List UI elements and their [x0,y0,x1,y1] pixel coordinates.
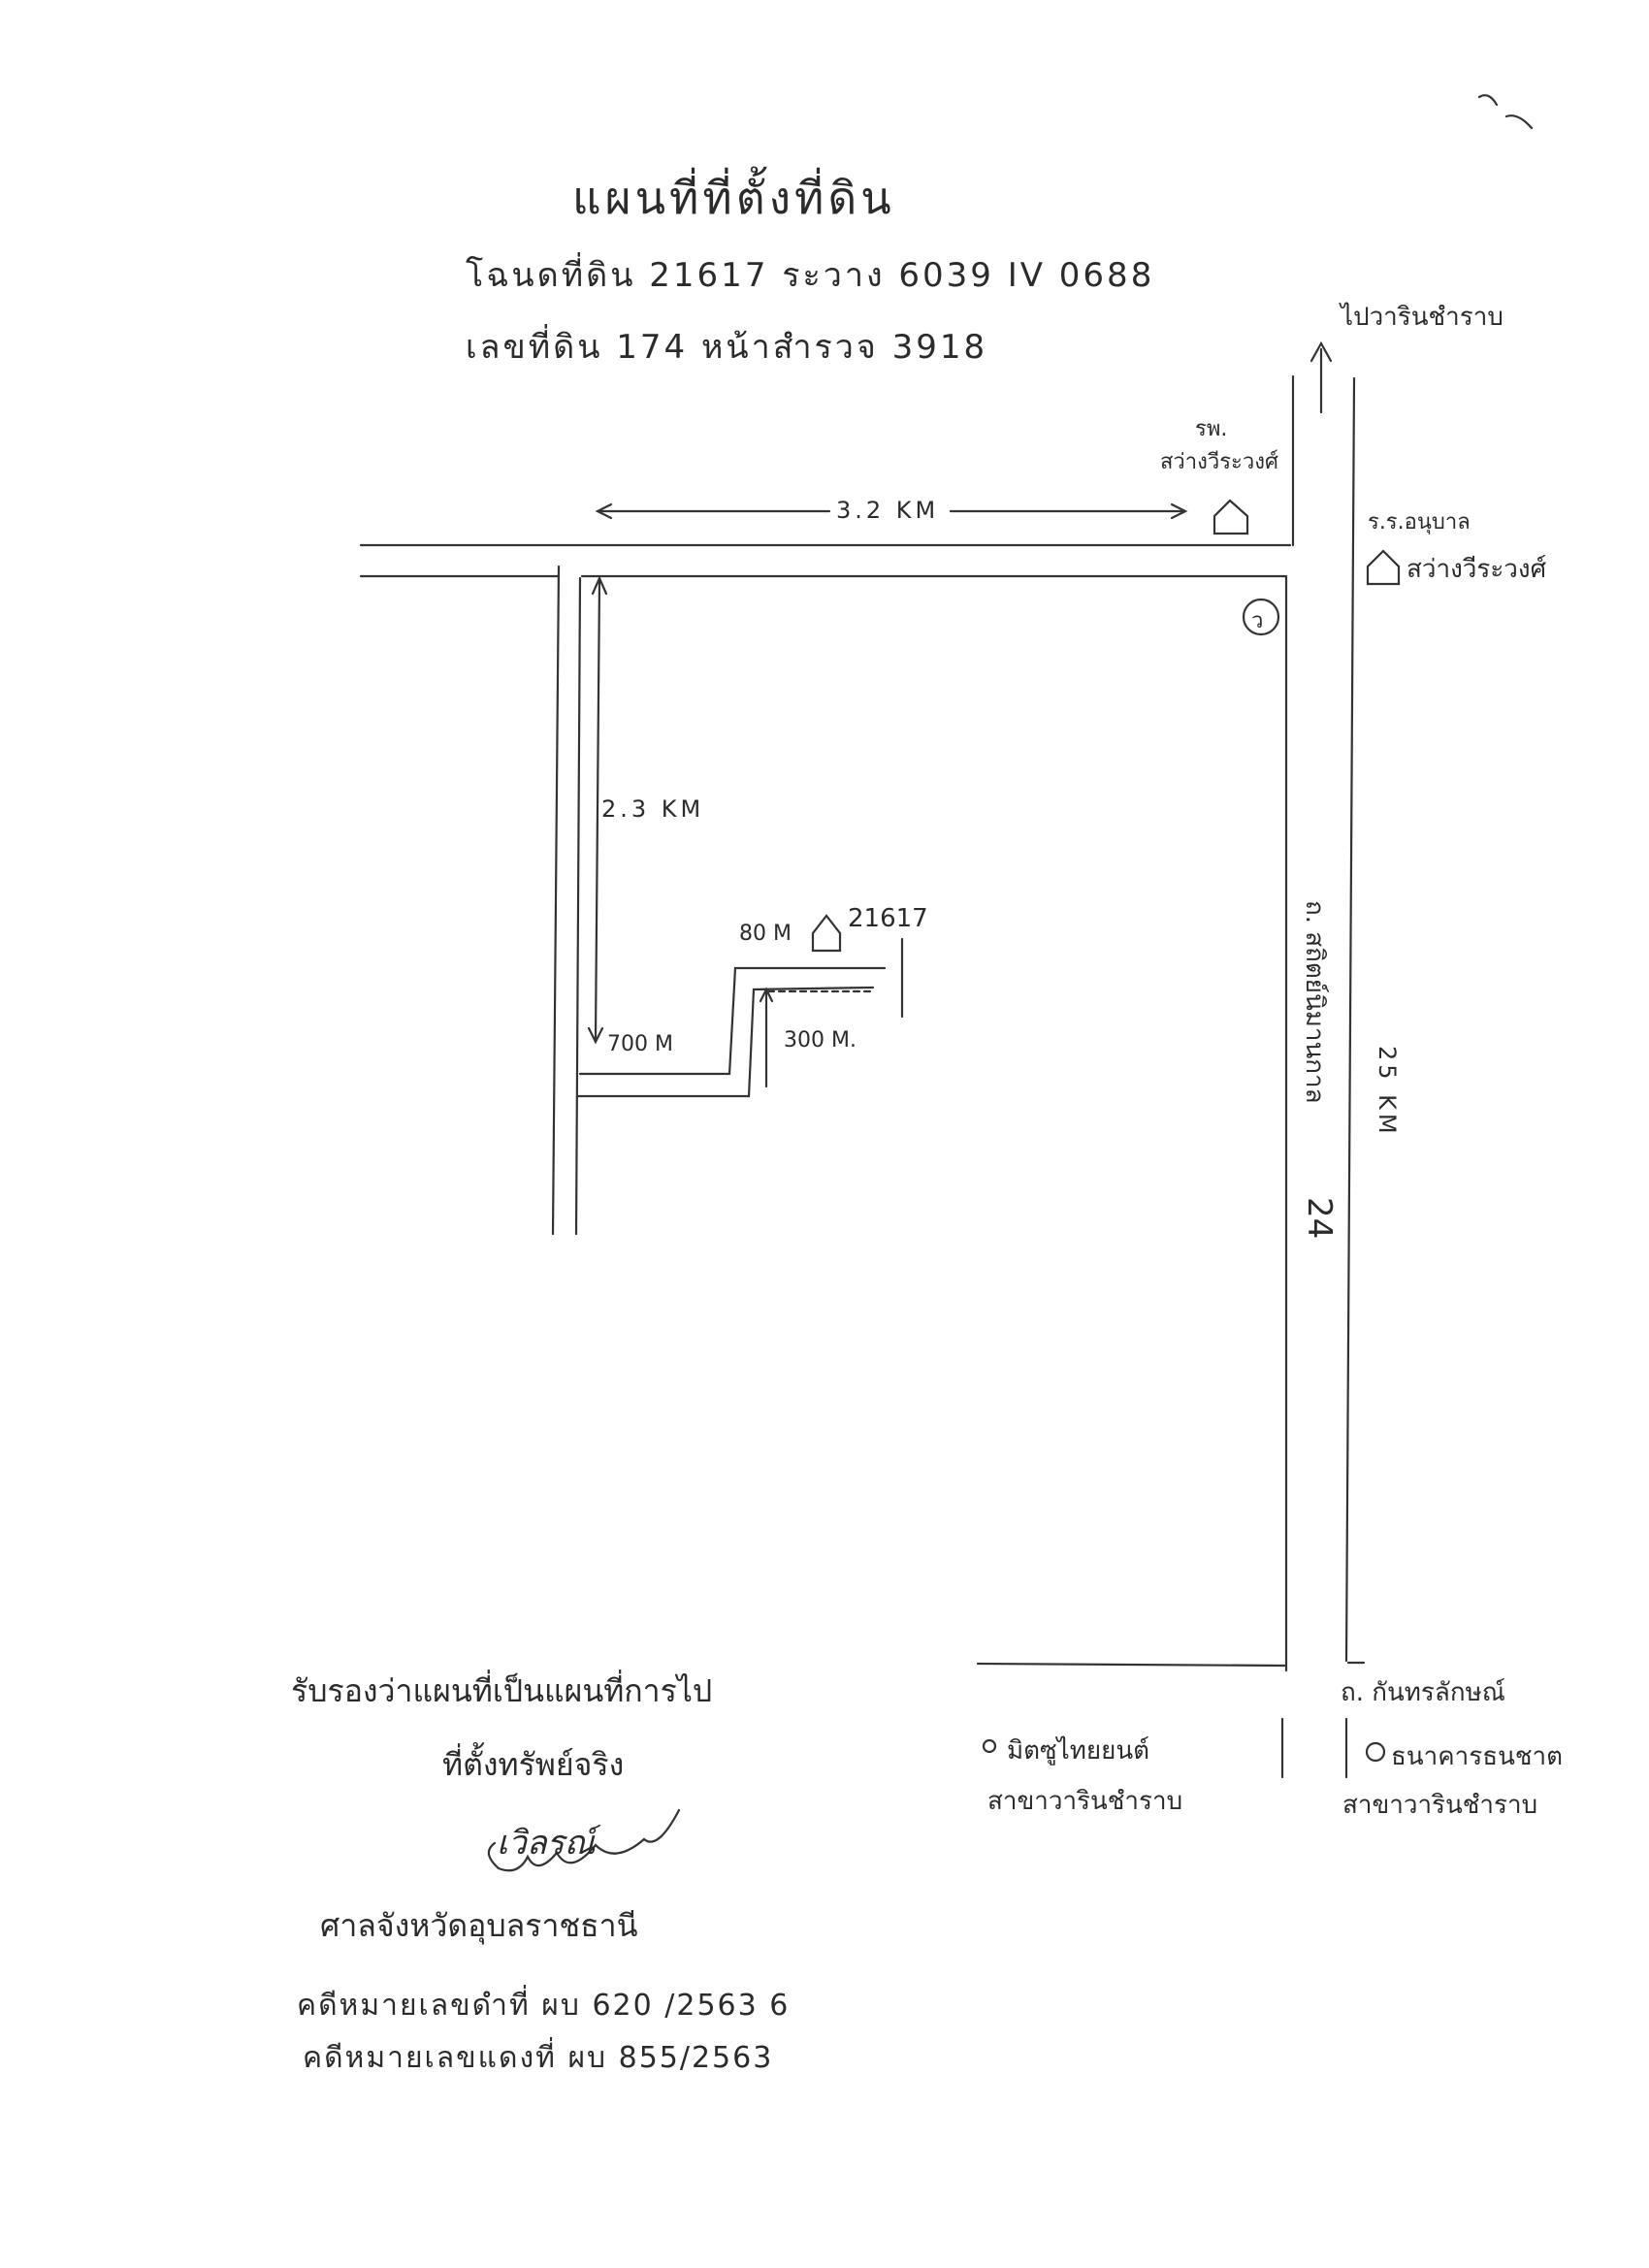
side-path-lower [576,986,875,1098]
certification-line-1: รับรองว่าแผนที่เป็นแผนที่การไป [291,1672,713,1709]
distance-arrow-2km [594,578,601,1042]
horizontal-distance-label: 3.2 KM [836,497,940,524]
deed-info: โฉนดที่ดิน 21617 ระวาง 6039 IV 0688 [466,256,1155,295]
main-road-distance-label: 25 KM [1374,1046,1401,1138]
cross-road-label: ถ. กันทรลักษณ์ [1341,1678,1505,1707]
mitsu-place-label: มิตซูไทยยนต์ [1007,1736,1150,1766]
mitsu-branch-label: สาขาวารินชำราบ [987,1787,1183,1816]
school-abbr: ร.ร.อนุบาล [1368,510,1471,535]
signature-flourish [487,1808,681,1872]
segment-700-label: 700 M [607,1032,673,1056]
cross-road-left-top [976,1662,1286,1668]
north-arrow-head [1310,340,1333,363]
bank-branch-label: สาขาวารินชำราบ [1342,1791,1538,1820]
bullet-icon-bank [1365,1741,1386,1763]
map-title: แผนที่ที่ตั้งที่ดิน [572,172,895,224]
certification-line-2: ที่ตั้งทรัพย์จริง [442,1746,625,1783]
bullet-icon-mitsu [982,1738,997,1754]
land-number-info: เลขที่ดิน 174 หน้าสำรวจ 3918 [466,328,988,367]
hospital-name: สว่างวีระวงศ์ [1160,450,1278,474]
corner-scribble [1477,94,1534,130]
hospital-house-icon [1212,499,1249,535]
main-road-number: 24 [1300,1197,1339,1240]
north-direction-label: ไปวารินชำราบ [1341,303,1504,332]
main-road-right-edge [1344,376,1356,1663]
parcel-house-icon [811,914,842,953]
parcel-number-label: 21617 [848,904,928,933]
circle-mark-icon [1242,598,1280,636]
circle-mark-label: ว [1251,609,1264,633]
black-case-number: คดีหมายเลขดำที่ ผบ 620 /2563 6 [297,1989,791,2023]
bank-place-label: ธนาคารธนชาต [1391,1742,1563,1771]
school-house-icon [1366,549,1401,586]
court-name: ศาลจังหวัดอุบลราชธานี [320,1907,638,1944]
soi-right-edge [574,576,582,1236]
school-name: สว่างวีระวงศ์ [1406,555,1547,584]
red-case-number: คดีหมายเลขแดงที่ ผบ 855/2563 [303,2041,774,2075]
side-path-upper [578,966,887,1076]
main-road-label: ถ. สถิตย์นิมานกาล [1300,900,1329,1104]
signature: เวิลรณ์ [497,1824,596,1863]
hospital-abbr: รพ. [1195,417,1228,441]
soi-left-edge [551,565,561,1236]
segment-80-label: 80 M [739,922,792,946]
segment-300-label: 300 M. [784,1028,857,1053]
vertical-distance-label: 2.3 KM [601,795,705,823]
